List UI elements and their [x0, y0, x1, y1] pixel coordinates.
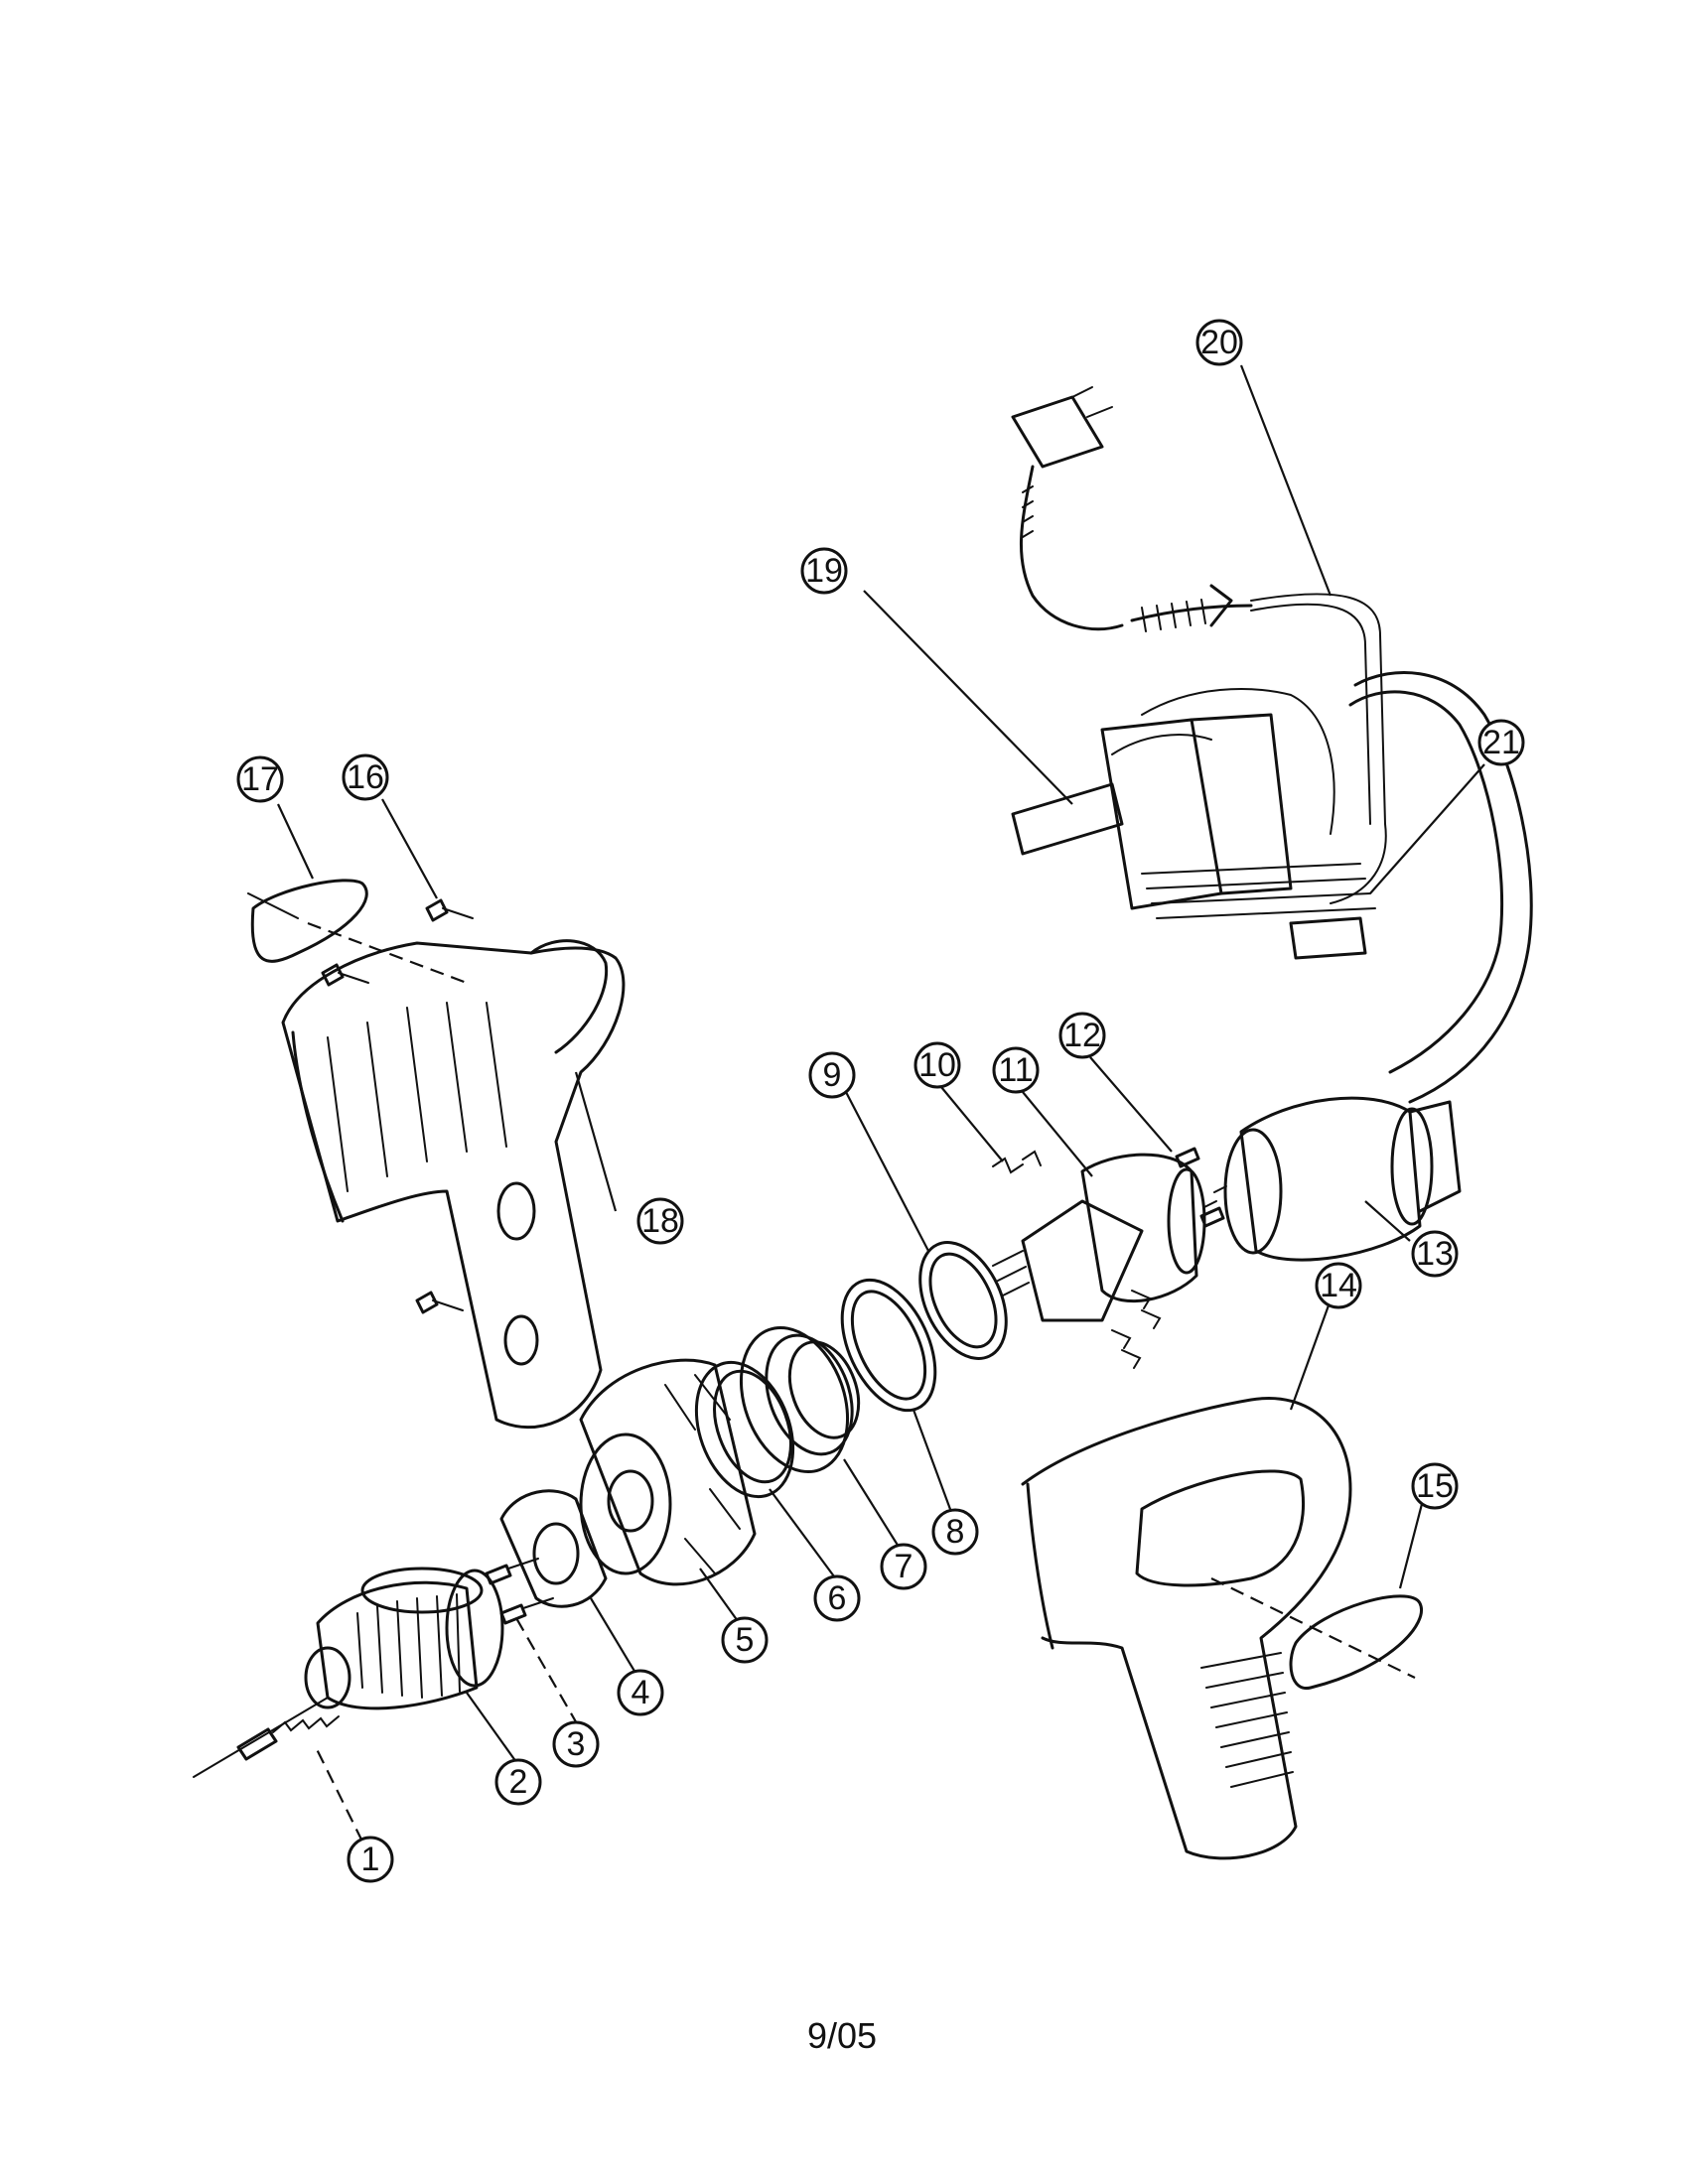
part-13-motor: [1199, 1096, 1462, 1262]
callout-label: 6: [828, 1579, 847, 1617]
callout-1: 1: [347, 1836, 394, 1883]
part-4-flange-plate: [499, 1489, 608, 1608]
callout-label: 11: [998, 1051, 1033, 1089]
callout-label: 20: [1200, 324, 1238, 361]
callout-14: 14: [1315, 1262, 1362, 1309]
leader-lines: [277, 364, 1485, 1843]
part-14-housing-half: [1021, 1397, 1352, 1860]
callout-9: 9: [808, 1051, 856, 1099]
callout-20: 20: [1195, 319, 1243, 366]
callout-12: 12: [1058, 1012, 1106, 1059]
part-15-label: [1210, 1577, 1423, 1690]
callout-label: 14: [1320, 1267, 1357, 1304]
part-16-screws: [321, 898, 474, 1314]
callout-label: 3: [567, 1725, 586, 1763]
callout-label: 5: [736, 1621, 755, 1659]
part-17-label: [247, 879, 468, 985]
callout-16: 16: [342, 753, 389, 801]
part-5-gear-housing: [579, 1358, 757, 1586]
part-19-switch: [1011, 713, 1376, 960]
callout-label: 18: [641, 1202, 679, 1240]
callout-10: 10: [913, 1041, 961, 1089]
part-18-housing-half: [281, 939, 626, 1430]
callout-7: 7: [880, 1543, 927, 1590]
callout-label: 9: [823, 1056, 842, 1094]
callout-label: 4: [632, 1674, 650, 1711]
callout-label: 13: [1416, 1235, 1454, 1273]
callout-label: 15: [1416, 1467, 1454, 1505]
callout-label: 16: [347, 758, 384, 796]
callout-11: 11: [992, 1046, 1040, 1094]
part-1-screw: [193, 1697, 340, 1778]
callout-21: 21: [1477, 719, 1525, 766]
callout-4: 4: [617, 1669, 664, 1716]
part-11-motor-mount: [992, 1153, 1206, 1369]
callout-label: 21: [1482, 724, 1520, 761]
callout-label: 19: [805, 552, 843, 590]
part-8-washer: [840, 1278, 937, 1413]
callout-label: 10: [918, 1046, 956, 1084]
callout-label: 8: [946, 1513, 965, 1551]
callout-19: 19: [800, 547, 848, 595]
part-2-chuck: [304, 1567, 504, 1710]
callout-label: 2: [509, 1763, 528, 1801]
part-21-wire-leads: [1111, 688, 1335, 835]
callout-3: 3: [552, 1720, 600, 1768]
callout-17: 17: [236, 755, 284, 803]
part-7-planetary-gears: [739, 1325, 861, 1474]
callout-6: 6: [813, 1574, 861, 1622]
callout-2: 2: [494, 1758, 542, 1806]
callout-5: 5: [721, 1616, 769, 1664]
callout-label: 17: [241, 760, 279, 798]
callout-label: 7: [895, 1548, 913, 1585]
footer-date: 9/05: [806, 2015, 878, 2056]
part-10-brush-clip: [992, 1150, 1042, 1174]
callout-13: 13: [1411, 1230, 1459, 1278]
callout-label: 12: [1063, 1017, 1101, 1054]
callout-8: 8: [931, 1508, 979, 1556]
callout-18: 18: [636, 1197, 684, 1245]
callout-label: 1: [361, 1841, 380, 1878]
part-12-screw: [1175, 1147, 1200, 1168]
part-9-washer: [918, 1241, 1008, 1360]
callout-15: 15: [1411, 1462, 1459, 1510]
part-20-power-cord: [1011, 386, 1533, 1104]
part-6-ring-gear: [694, 1360, 795, 1499]
